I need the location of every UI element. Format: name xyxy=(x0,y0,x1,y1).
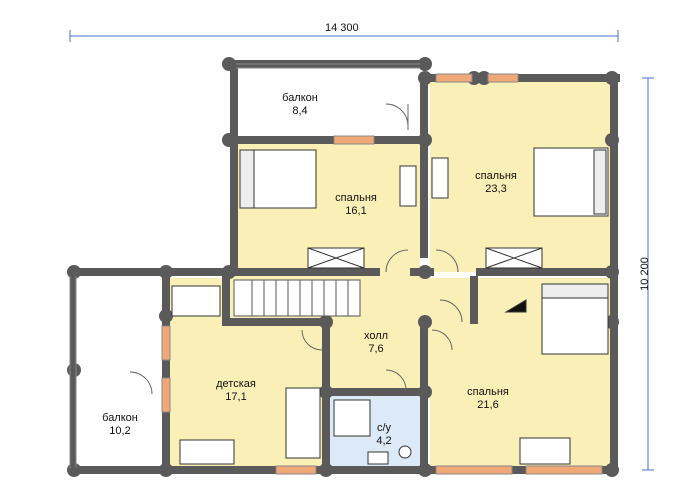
wall-stair-left xyxy=(222,276,230,326)
shower-cabin xyxy=(333,399,371,437)
sofa-nursery xyxy=(179,439,235,465)
width-dimension: 14 300 xyxy=(325,22,359,34)
wall-middle-h2 xyxy=(476,268,618,276)
window-nursery-bottom xyxy=(275,465,317,475)
tv-left xyxy=(399,165,417,207)
wall-center-vertical xyxy=(420,74,428,258)
window-bedroom-bottom-2 xyxy=(525,465,603,475)
wall-right-top xyxy=(420,74,620,82)
dimension-lines xyxy=(69,30,654,471)
wall-balcony-left xyxy=(230,60,238,272)
chair-bedroom-bottom xyxy=(504,299,527,313)
balcony-left-fill xyxy=(74,276,162,468)
window-bedroom-right-2 xyxy=(487,73,519,83)
windows xyxy=(161,73,603,475)
railings xyxy=(69,63,420,468)
window-bedroom-bottom-1 xyxy=(435,465,513,475)
window-nursery xyxy=(161,325,171,361)
window-bedroom-right-1 xyxy=(435,73,473,83)
wall-hall-door-right xyxy=(470,276,478,324)
desk-nursery xyxy=(171,285,221,317)
height-dimension: 10 200 xyxy=(638,257,651,291)
wall-lower-left xyxy=(162,268,170,474)
washbasin xyxy=(367,451,389,465)
toilet xyxy=(398,445,412,459)
window-bedroom-left xyxy=(333,135,375,145)
bed-nursery xyxy=(285,387,321,459)
furniture xyxy=(171,147,609,465)
desk-bedroom-bottom xyxy=(519,437,571,465)
doors xyxy=(129,103,463,395)
tv-right xyxy=(431,157,449,199)
window-nursery-2 xyxy=(161,377,171,413)
wall-bottom xyxy=(70,466,618,474)
staircase xyxy=(233,279,361,317)
wall-bath-top xyxy=(322,388,428,396)
wall-stair-bottom xyxy=(222,318,332,326)
balcony-top-fill xyxy=(236,70,420,136)
wall-bedroom-left-top xyxy=(230,136,420,144)
